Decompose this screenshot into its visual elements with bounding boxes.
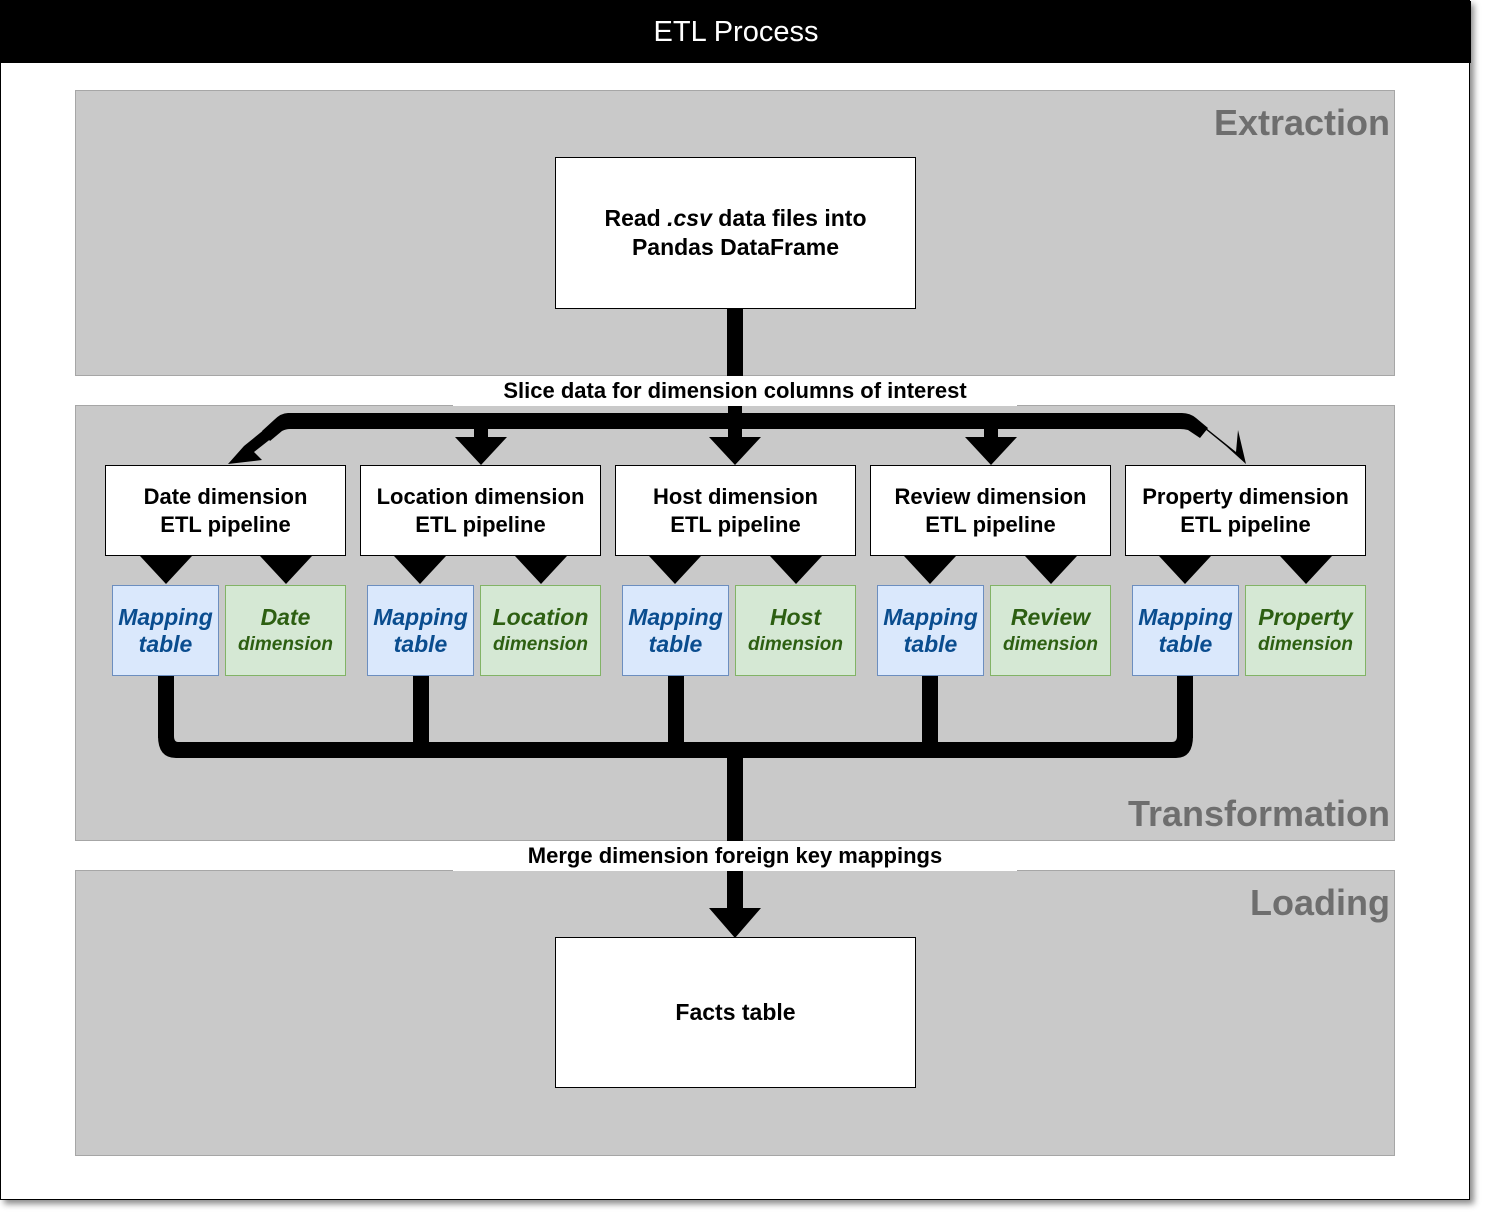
mapping-label: Mapping <box>628 603 723 630</box>
mapping-sublabel: table <box>648 630 703 657</box>
arrow-date-mapping <box>140 556 192 584</box>
arrow-stem-location <box>474 421 488 437</box>
merge-drop-host <box>668 676 684 742</box>
dimension-table-date: Date dimension <box>225 585 346 676</box>
diagram-title: ETL Process <box>1 1 1471 63</box>
dimension-label: Property <box>1258 603 1353 630</box>
dimension-table-location: Location dimension <box>480 585 601 676</box>
pipeline-subtitle: ETL pipeline <box>415 511 546 537</box>
transformation-stage-label: Transformation <box>1127 793 1390 834</box>
arrow-property-dimension <box>1280 556 1332 584</box>
dimension-label: Review <box>1010 603 1091 630</box>
pipeline-title: Location dimension <box>376 483 585 509</box>
facts-table-box: Facts table <box>555 937 916 1088</box>
pipeline-title: Property dimension <box>1142 483 1349 509</box>
dimension-label: Location <box>492 603 589 630</box>
arrow-review-mapping <box>904 556 956 584</box>
mapping-sublabel: table <box>138 630 193 657</box>
arrow-stem-review <box>984 421 998 437</box>
merge-edge-label: Merge dimension foreign key mappings <box>453 841 1017 871</box>
arrow-to-review-pipeline <box>965 437 1017 465</box>
source-box-line1: Read .csv data files into <box>604 205 867 231</box>
source-box-line2: Pandas DataFrame <box>631 234 840 260</box>
source-box: Read .csv data files into Pandas DataFra… <box>555 157 916 309</box>
arrow-to-date-pipeline <box>228 420 282 464</box>
mapping-table-location: Mapping table <box>367 585 474 676</box>
pipeline-title: Date dimension <box>143 483 308 509</box>
extraction-stage-label: Extraction <box>1213 102 1390 143</box>
dimension-label: Date <box>260 603 311 630</box>
loading-stage-label: Loading <box>1250 882 1390 923</box>
pipeline-title: Review dimension <box>894 483 1087 509</box>
arrow-location-mapping <box>394 556 446 584</box>
pipeline-subtitle: ETL pipeline <box>925 511 1056 537</box>
arrow-date-dimension <box>260 556 312 584</box>
merge-drop-location <box>413 676 429 742</box>
arrow-location-dimension <box>515 556 567 584</box>
arrow-host-dimension <box>770 556 822 584</box>
mapping-sublabel: table <box>1158 630 1213 657</box>
dimension-sublabel: dimension <box>1257 633 1353 655</box>
pipeline-subtitle: ETL pipeline <box>1180 511 1311 537</box>
dimension-table-host: Host dimension <box>735 585 856 676</box>
arrow-to-location-pipeline <box>455 437 507 465</box>
merge-drop-property <box>1177 676 1193 738</box>
dimension-sublabel: dimension <box>492 633 588 655</box>
dimension-label: Host <box>769 603 822 630</box>
arrow-property-mapping <box>1159 556 1211 584</box>
pipeline-subtitle: ETL pipeline <box>160 511 291 537</box>
dimension-table-review: Review dimension <box>990 585 1111 676</box>
pipeline-subtitle: ETL pipeline <box>670 511 801 537</box>
mapping-sublabel: table <box>393 630 448 657</box>
mapping-table-review: Mapping table <box>877 585 984 676</box>
dimension-sublabel: dimension <box>237 633 333 655</box>
slice-edge-label: Slice data for dimension columns of inte… <box>453 376 1017 406</box>
arrow-review-dimension <box>1025 556 1077 584</box>
arrow-host-mapping <box>649 556 701 584</box>
mapping-table-host: Mapping table <box>622 585 729 676</box>
merge-drop-review <box>922 676 938 742</box>
dimension-sublabel: dimension <box>747 633 843 655</box>
mapping-label: Mapping <box>1138 603 1233 630</box>
arrow-stem-host <box>728 405 742 437</box>
mapping-sublabel: table <box>903 630 958 657</box>
merge-bar <box>158 736 1193 758</box>
merge-drop-date <box>158 676 174 738</box>
mapping-label: Mapping <box>373 603 468 630</box>
mapping-label: Mapping <box>118 603 213 630</box>
arrow-to-facts-table <box>709 908 761 938</box>
mapping-table-date: Mapping table <box>112 585 219 676</box>
dimension-sublabel: dimension <box>1002 633 1098 655</box>
trunk-bottom-connector <box>727 742 743 910</box>
dimension-table-property: Property dimension <box>1245 585 1366 676</box>
mapping-table-property: Mapping table <box>1132 585 1239 676</box>
mapping-label: Mapping <box>883 603 978 630</box>
arrow-to-host-pipeline <box>709 437 761 465</box>
pipeline-title: Host dimension <box>652 483 818 509</box>
